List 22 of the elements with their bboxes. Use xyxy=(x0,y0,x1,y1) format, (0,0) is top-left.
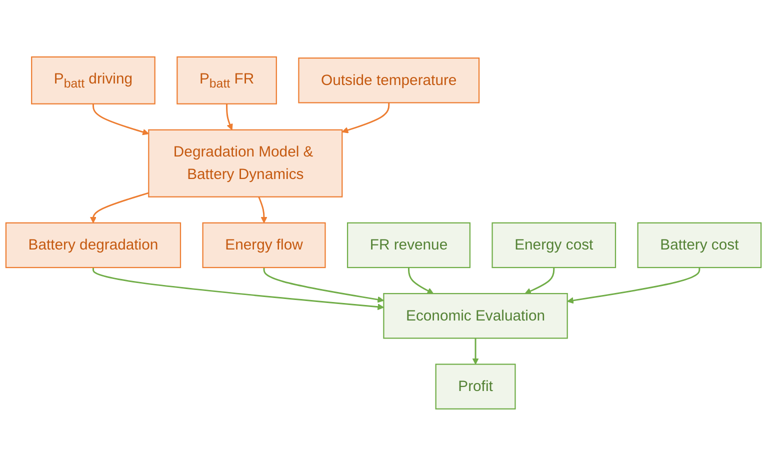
arrow xyxy=(226,104,233,130)
arrow xyxy=(524,268,555,294)
node-box: Battery degradation xyxy=(5,222,182,268)
arrow xyxy=(92,104,149,136)
node-box: Profit xyxy=(435,364,516,410)
arrow xyxy=(90,192,149,224)
node-box: P$_{batt}$ driving xyxy=(31,56,156,104)
node-box: Degradation Model & Battery Dynamics xyxy=(148,129,343,198)
arrow xyxy=(263,268,384,303)
node-box: Outside temperature xyxy=(298,58,480,104)
node-box: Energy flow xyxy=(202,222,326,268)
arrow xyxy=(567,268,700,304)
node-box: Economic Evaluation xyxy=(383,293,568,339)
node-box: Battery cost xyxy=(637,222,762,268)
arrow xyxy=(258,196,268,224)
arrow xyxy=(408,268,434,294)
arrow xyxy=(342,102,390,134)
node-box: Energy cost xyxy=(492,222,616,268)
arrow xyxy=(92,268,384,310)
node-box: P$_{batt}$ FR xyxy=(176,56,277,104)
node-box: FR revenue xyxy=(346,222,470,268)
arrow xyxy=(472,338,479,365)
